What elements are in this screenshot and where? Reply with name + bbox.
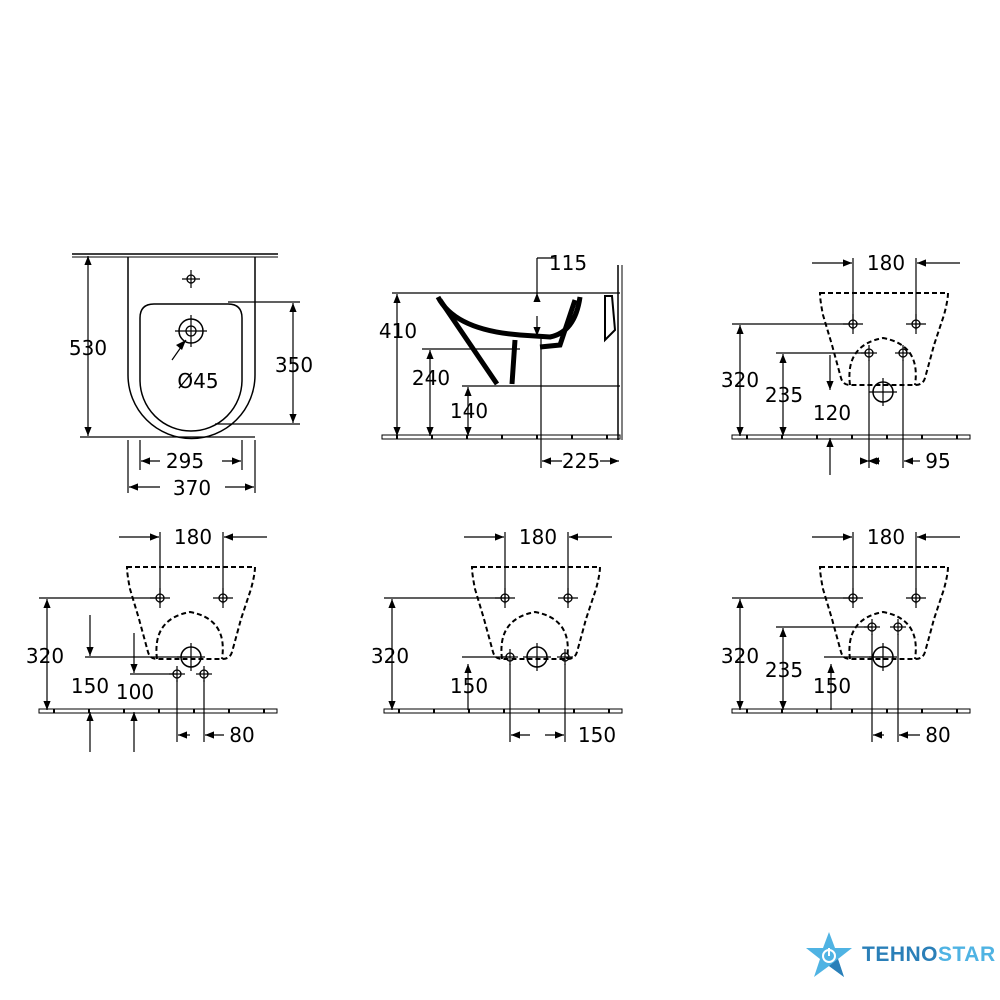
drawing-geometry (38, 253, 971, 752)
dim-drain-height-c: 150 (450, 674, 488, 698)
bidet-rear-outline (818, 292, 950, 386)
rear-outline-d (818, 566, 950, 660)
dim-supply-spacing-b: 80 (229, 723, 254, 747)
dim-bolt-height-c: 320 (371, 644, 409, 668)
dim-bowl-depth: 350 (275, 353, 313, 377)
dim-drain-height-a: 120 (813, 401, 851, 425)
dim-supply-spacing-d: 80 (925, 723, 950, 747)
dim-spacing-a: 180 (867, 251, 905, 275)
dim-height-total: 530 (69, 336, 107, 360)
dim-drain-height-b: 150 (71, 674, 109, 698)
dim-projection: 225 (562, 449, 600, 473)
rear-outline-a (818, 292, 950, 386)
dim-inner-width: 295 (166, 449, 204, 473)
dim-bolt-height-a: 320 (721, 368, 759, 392)
bowl-outline-top (139, 303, 243, 432)
dim-spacing-d: 180 (867, 525, 905, 549)
bidet-rear-outline (125, 566, 257, 660)
bowl-arch (155, 610, 224, 660)
dim-bolt-height-b: 320 (26, 644, 64, 668)
dim-supply-spacing-c: 150 (578, 723, 616, 747)
bowl-arch (500, 610, 569, 660)
dim-supply-spacing-a: 95 (925, 449, 950, 473)
bidet-outline-top (127, 257, 256, 440)
bidet-rear-outline (470, 566, 602, 660)
dim-supply-height-d: 235 (765, 658, 803, 682)
dim-rim-height: 410 (379, 319, 417, 343)
dim-supply-height-b: 100 (116, 680, 154, 704)
dim-supply-height-a: 235 (765, 383, 803, 407)
bidet-rear-outline (818, 566, 950, 660)
mounting-bracket (604, 295, 617, 343)
bowl-arch (848, 336, 917, 386)
dim-drain-diameter: Ø45 (177, 369, 218, 393)
leader-arrow (176, 340, 186, 350)
logo-text: TEHNOSTAR (862, 943, 996, 966)
dim-drain-offset: 115 (549, 251, 587, 275)
rear-outline-b (125, 566, 257, 660)
dim-spacing-b: 180 (174, 525, 212, 549)
tehnostar-logo: TEHNOSTAR (804, 930, 996, 980)
dim-outlet-height: 240 (412, 366, 450, 390)
dim-spacing-c: 180 (519, 525, 557, 549)
star-power-icon (806, 932, 852, 977)
rear-outline-c (470, 566, 602, 660)
dim-drain-height-d: 150 (813, 674, 851, 698)
bowl-arch (848, 610, 917, 660)
dim-base-height: 140 (450, 399, 488, 423)
dim-bolt-height-d: 320 (721, 644, 759, 668)
bidet-profile-body (437, 298, 578, 386)
dim-outer-width: 370 (173, 476, 211, 500)
